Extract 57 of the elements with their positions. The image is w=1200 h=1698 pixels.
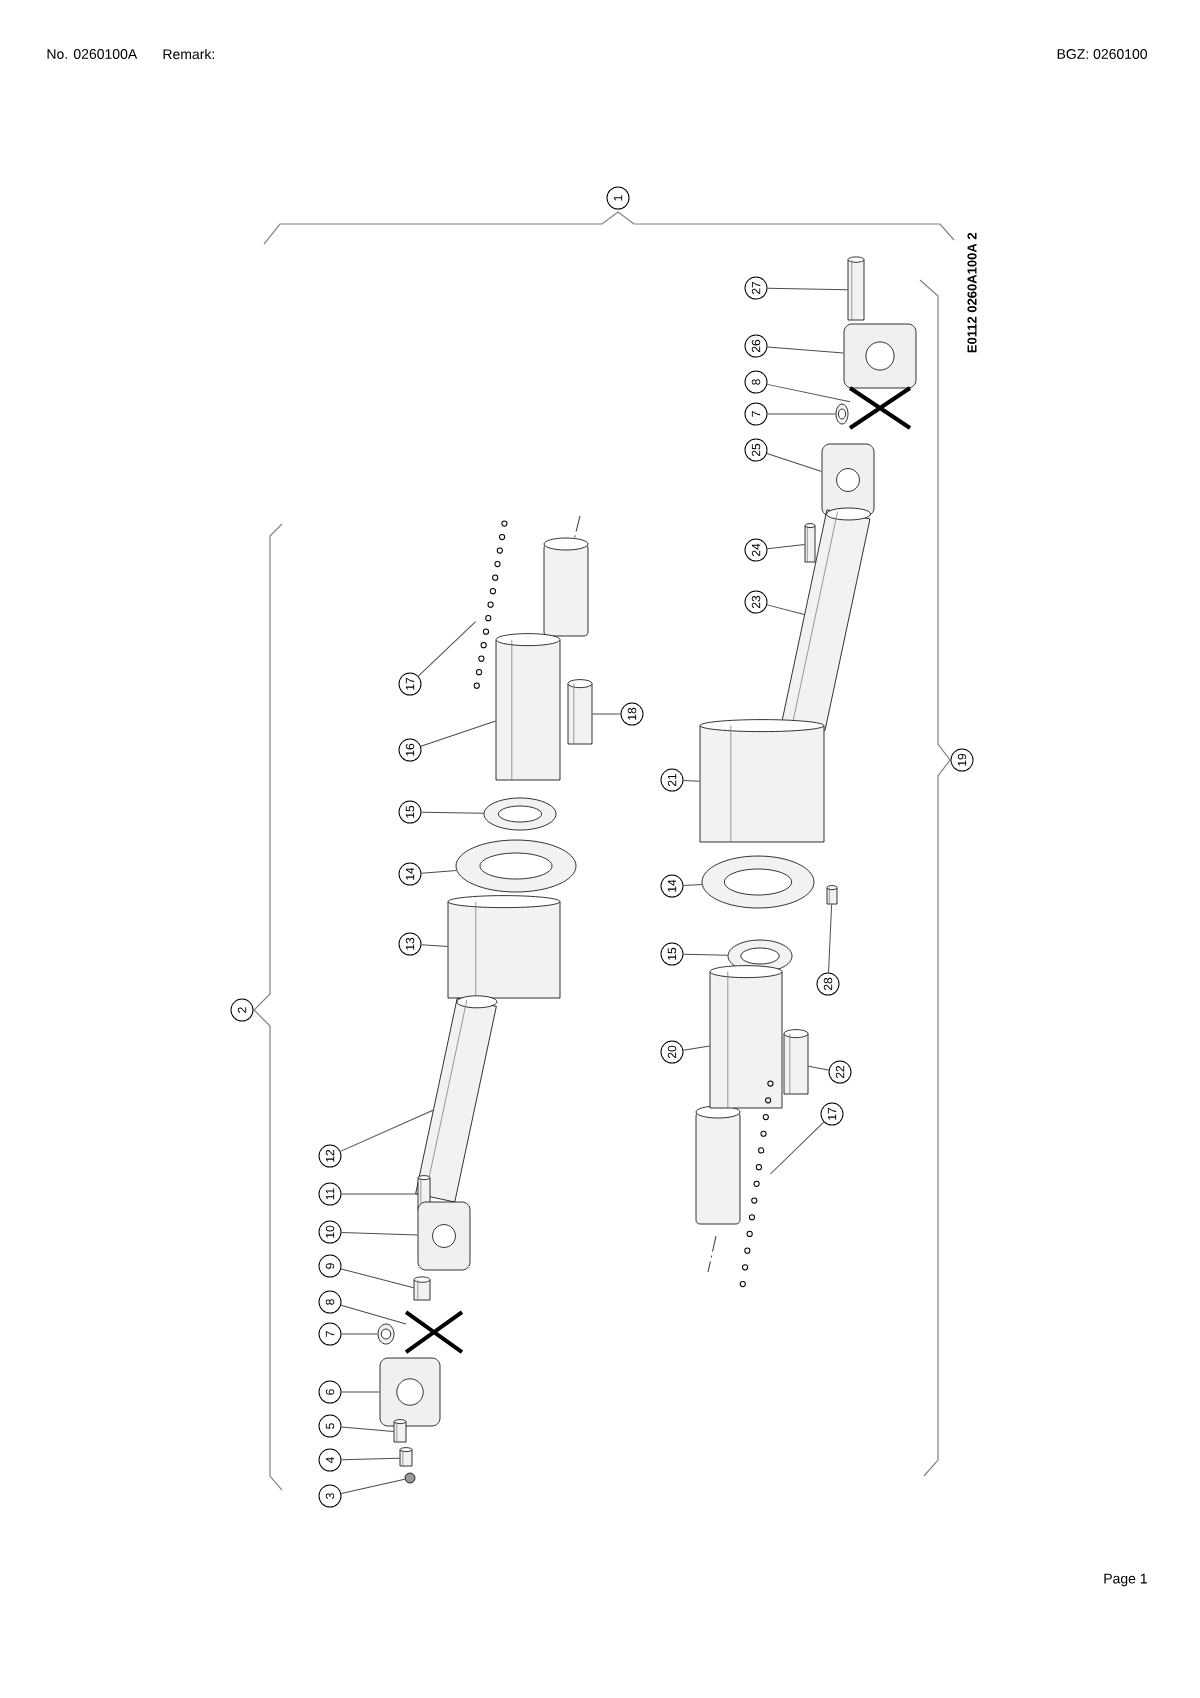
leader-line — [341, 1231, 419, 1236]
leader-line — [341, 1333, 379, 1335]
part-drawing — [455, 839, 577, 893]
part-drawing — [393, 1419, 407, 1443]
part-drawing — [483, 797, 557, 831]
leader-line — [766, 544, 806, 550]
leader-line — [341, 1391, 381, 1393]
part-drawing — [843, 323, 917, 389]
leader-line — [807, 1065, 830, 1071]
leader-line — [766, 453, 823, 472]
leader-line — [421, 811, 485, 814]
part-drawing — [826, 885, 838, 905]
leader-line — [341, 1193, 419, 1195]
leader-line — [341, 1457, 401, 1461]
leader-line — [766, 383, 851, 403]
part-drawing — [379, 1357, 441, 1427]
part-drawing — [835, 403, 849, 425]
part-drawing — [848, 386, 912, 430]
leader-line — [417, 621, 477, 677]
part-drawing — [699, 719, 825, 843]
part-drawing — [567, 679, 593, 745]
leader-line — [683, 780, 701, 782]
leader-line — [340, 1426, 395, 1432]
part-drawing — [399, 1447, 413, 1467]
part-drawing — [821, 443, 875, 517]
part-drawing — [701, 855, 815, 909]
leader-line — [683, 953, 729, 956]
leader-line — [769, 1121, 825, 1175]
leader-line — [421, 944, 449, 947]
leader-line — [683, 884, 703, 886]
part-drawing — [447, 895, 561, 999]
part-drawing — [473, 520, 508, 689]
leader-line — [420, 720, 497, 747]
part-drawing — [804, 523, 816, 563]
part-drawing — [413, 1276, 431, 1301]
leader-line — [420, 870, 457, 874]
part-drawing — [847, 256, 865, 321]
leader-line — [682, 1045, 711, 1051]
part-drawing — [495, 633, 561, 781]
part-drawing — [404, 1310, 464, 1354]
leader-line — [767, 287, 849, 291]
leader-line — [340, 1109, 434, 1152]
part-drawing — [783, 1029, 809, 1095]
leader-line — [828, 903, 833, 974]
part-drawing — [377, 1323, 395, 1345]
part-drawing — [417, 1201, 471, 1271]
leader-line — [766, 604, 805, 615]
leader-line — [591, 713, 621, 715]
leader-line — [766, 346, 845, 354]
part-drawing — [739, 1080, 774, 1288]
part-drawing — [404, 1472, 416, 1484]
part-drawing — [781, 507, 871, 731]
leader-line — [340, 1304, 407, 1325]
leader-line — [767, 413, 837, 415]
leader-line — [340, 1268, 415, 1289]
part-drawing — [415, 995, 498, 1203]
leader-line — [340, 1478, 406, 1494]
